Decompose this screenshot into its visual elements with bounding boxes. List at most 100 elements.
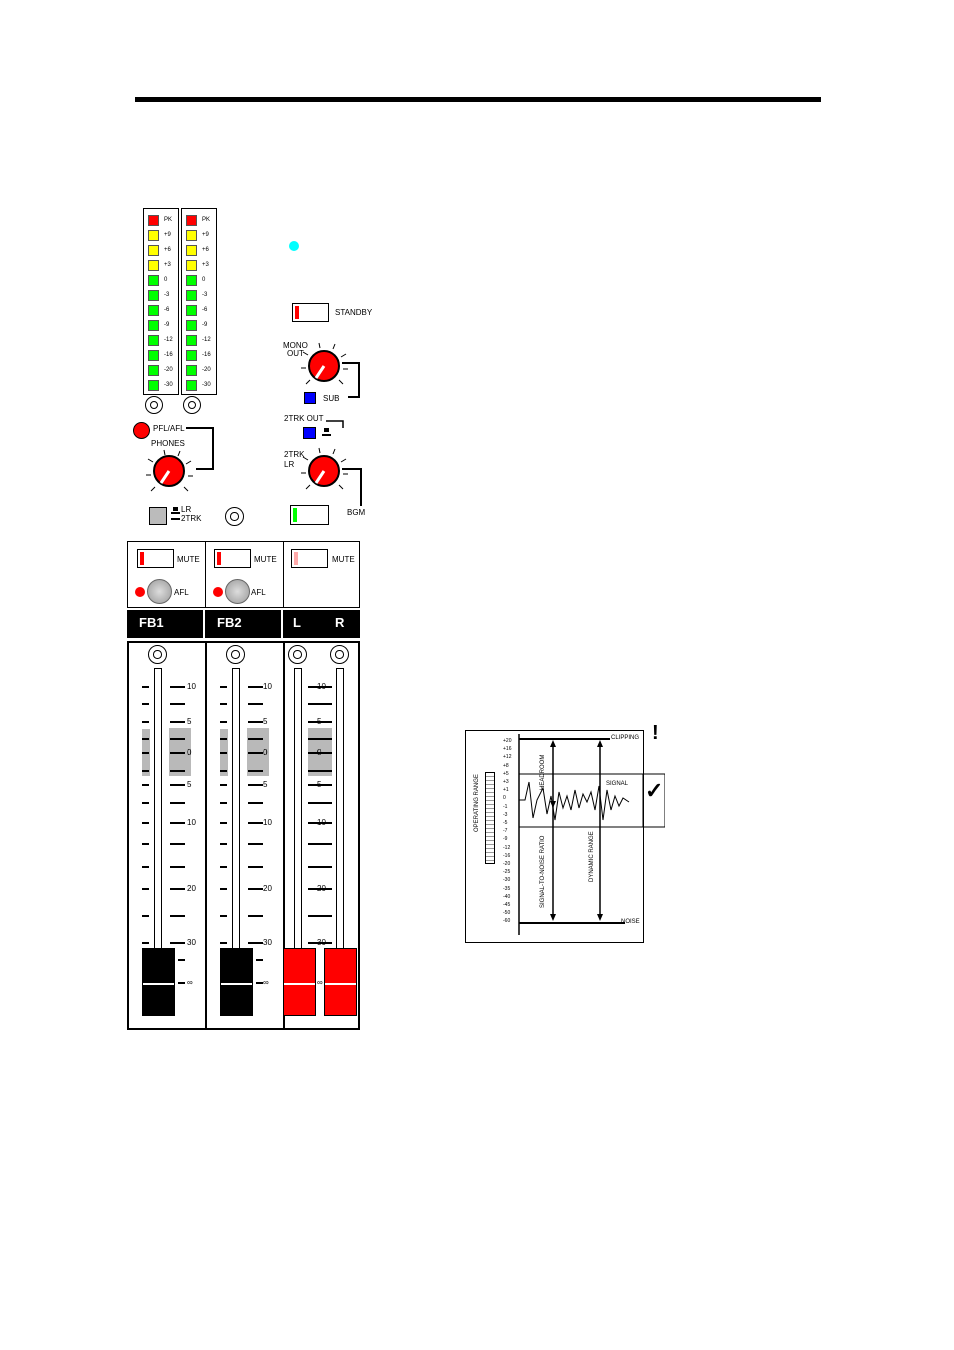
- lr-mute-indicator: [294, 552, 298, 565]
- channel-top-panel: [127, 541, 360, 608]
- lr-name-strip: L R: [283, 610, 360, 638]
- fader-tick: [308, 802, 332, 804]
- fader-scale-label: 30: [187, 938, 196, 947]
- meter-segment-label: 0: [164, 277, 168, 283]
- meter-segment: [186, 260, 197, 271]
- phones-jack[interactable]: [225, 507, 244, 526]
- meter-segment: [186, 350, 197, 361]
- fader-scale-label: ∞: [317, 978, 323, 987]
- fader-tick: [220, 888, 227, 890]
- db-tick-label: -1: [503, 803, 508, 810]
- mono-out-label: MONO OUT: [283, 341, 308, 358]
- r-fader-cap[interactable]: [324, 948, 357, 1016]
- fb1-mute-switch[interactable]: [137, 549, 174, 568]
- fader-tick: [248, 843, 263, 845]
- meter-jack-right[interactable]: [183, 396, 201, 414]
- fader-tick: [170, 942, 185, 944]
- l-fader-cap[interactable]: [283, 948, 316, 1016]
- standby-label: STANDBY: [335, 308, 373, 317]
- fader-tick: [170, 784, 185, 786]
- meter-segment: [186, 245, 197, 256]
- db-tick-label: 0: [503, 795, 506, 802]
- source-2trk-icon: [171, 518, 180, 520]
- fader-scale-label: 30: [317, 938, 326, 947]
- meter-segment-label: -16: [202, 352, 211, 358]
- phones-knob[interactable]: [145, 449, 195, 495]
- fader-tick: [142, 822, 149, 824]
- fader-tick: [142, 888, 149, 890]
- fader-tick: [248, 915, 263, 917]
- fb2-fader-cap[interactable]: [220, 948, 253, 1016]
- db-tick-label: -3: [503, 811, 508, 818]
- fb1-fader-cap[interactable]: [142, 948, 175, 1016]
- fader-tick: [308, 822, 332, 824]
- fb1-mute-label: MUTE: [177, 555, 200, 564]
- db-tick-label: -9: [503, 836, 508, 843]
- bgm-label: BGM: [347, 508, 366, 517]
- fader-tick: [308, 784, 332, 786]
- fader-tick: [170, 822, 185, 824]
- fb2-insert-jack[interactable]: [226, 645, 245, 664]
- fader-tick: [142, 942, 149, 944]
- fb2-dots-right: [247, 728, 269, 776]
- meter-segment-label: -6: [202, 307, 208, 313]
- fb1-insert-jack[interactable]: [148, 645, 167, 664]
- fb2-name: FB2: [217, 615, 242, 630]
- warning-icon: !: [652, 722, 659, 744]
- fb2-mute-switch[interactable]: [214, 549, 251, 568]
- meter-segment-label: -3: [202, 292, 208, 298]
- level-diagram: [465, 730, 644, 943]
- meter-jack-left[interactable]: [145, 396, 163, 414]
- fader-scale-label: 20: [187, 884, 196, 893]
- fader-tick: [308, 866, 332, 868]
- meter-segment-label: PK: [164, 217, 173, 223]
- meter-segment: [148, 260, 159, 271]
- dynamic-range-label: DYNAMIC RANGE: [589, 831, 595, 882]
- db-tick-label: -16: [503, 852, 511, 859]
- power-led: [289, 241, 299, 251]
- r-insert-jack[interactable]: [330, 645, 349, 664]
- mono-out-knob[interactable]: [300, 342, 350, 388]
- fb1-name-strip: FB1: [127, 610, 203, 638]
- fader-scale-label: 0: [187, 748, 192, 757]
- fader-scale-label: 20: [263, 884, 272, 893]
- fader-scale-label: ∞: [263, 978, 269, 987]
- meter-segment: [148, 335, 159, 346]
- fader-tick: [248, 942, 263, 944]
- meter-segment: [148, 275, 159, 286]
- fader-tick: [142, 686, 149, 688]
- sub-button[interactable]: [304, 392, 316, 404]
- meter-segment: [148, 305, 159, 316]
- meter-segment-label: +3: [202, 262, 209, 268]
- pfl-afl-led: [133, 422, 150, 439]
- standby-switch[interactable]: [292, 303, 329, 322]
- bgm-switch[interactable]: [290, 505, 329, 525]
- fader-tick: [170, 802, 185, 804]
- lr-mute-switch[interactable]: [291, 549, 328, 568]
- db-tick-label: +3: [503, 779, 509, 785]
- fader-tick: [308, 843, 332, 845]
- fb1-afl-button[interactable]: [147, 579, 172, 604]
- switch-state-icon: [322, 428, 331, 436]
- source-select-button[interactable]: [149, 507, 167, 525]
- trk-lr-knob[interactable]: [300, 447, 350, 493]
- meter-segment: [148, 230, 159, 241]
- standby-switch-indicator: [295, 306, 299, 319]
- meter-segment: [186, 335, 197, 346]
- fader-scale-label: 5: [263, 717, 268, 726]
- fader-tick: [178, 959, 185, 961]
- trk-out-button[interactable]: [303, 427, 316, 439]
- l-insert-jack[interactable]: [288, 645, 307, 664]
- db-tick-label: -60: [503, 918, 511, 925]
- meter-segment: [186, 305, 197, 316]
- fader-tick: [170, 843, 185, 845]
- fader-tick: [248, 703, 263, 705]
- fader-scale-label: 10: [317, 682, 326, 691]
- meter-segment-label: -12: [164, 337, 173, 343]
- fader-tick: [220, 721, 227, 723]
- fb2-afl-button[interactable]: [225, 579, 250, 604]
- fb2-dots-left: [220, 729, 228, 776]
- fader-tick: [170, 703, 185, 705]
- l-fader-track: [294, 668, 302, 968]
